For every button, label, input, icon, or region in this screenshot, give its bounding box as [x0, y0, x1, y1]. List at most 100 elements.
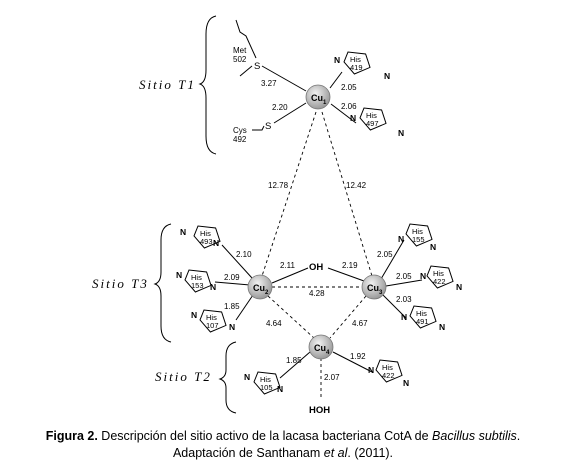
dist-cu4-his105: 1.85	[286, 356, 302, 365]
bond-cu2-oh	[271, 267, 309, 284]
brace-t1	[198, 15, 217, 155]
link-cu2-cu4	[267, 295, 315, 339]
his-number-his422a: 422	[433, 277, 446, 286]
cys492-chain	[252, 125, 265, 131]
nitrogen-right-his422b: N	[403, 378, 409, 388]
dist-cu3-cu4: 4.67	[352, 319, 368, 328]
his-number-his419: 419	[350, 63, 363, 72]
bond-cu3-his491	[381, 293, 407, 319]
svg-text:Cu3: Cu3	[367, 283, 383, 296]
nitrogen-right-his153: N	[210, 282, 216, 292]
his-label-his105: His	[260, 375, 271, 384]
caption-text-2b: . (2011).	[347, 446, 394, 460]
nitrogen-right-his155: N	[430, 242, 436, 252]
svg-text:Cu2: Cu2	[253, 283, 269, 296]
svg-text:Cu4: Cu4	[314, 343, 330, 356]
bond-cu2-his493	[221, 244, 253, 279]
copper-cu2: Cu2	[247, 274, 273, 300]
imidazole-ring-his491	[409, 305, 437, 329]
nitrogen-left-his422b: N	[368, 365, 374, 375]
dist-cu3-his491: 2.03	[396, 295, 412, 304]
caption-line-2: Adaptación de Santhanam et al. (2011).	[0, 445, 566, 462]
site-label-t1: Sitio T1	[139, 77, 196, 92]
link-cu1-cu2	[261, 111, 317, 277]
his-label-his419: His	[350, 55, 361, 64]
his-label-his153: His	[191, 273, 202, 282]
cys492-sulfur: S	[265, 121, 271, 132]
nitrogen-right-his497: N	[398, 128, 404, 138]
caption-text-2: Adaptación de Santhanam	[172, 446, 324, 460]
his-label-his107: His	[206, 313, 217, 322]
nitrogen-left-his155: N	[398, 234, 404, 244]
dist-oh-cu3: 2.19	[342, 261, 358, 270]
bond-oh-cu3	[327, 267, 365, 282]
imidazole-ring-his422a	[426, 265, 454, 289]
met502-methyl	[239, 65, 253, 77]
caption-line-1: Figura 2. Descripción del sitio activo d…	[0, 428, 566, 445]
imidazole-ring-his419	[343, 51, 371, 75]
link-cu3-cu4	[329, 295, 367, 339]
nitrogen-left-his153: N	[176, 270, 182, 280]
caption-text-1: Descripción del sitio activo de la lacas…	[97, 429, 433, 443]
nitrogen-left-his107: N	[191, 310, 197, 320]
oh-ligand: OH	[309, 262, 323, 273]
hoh-ligand: HOH	[309, 405, 330, 416]
his-label-his422a: His	[433, 269, 444, 278]
dist-cu1-cu2: 12.78	[268, 181, 289, 190]
dist-cu2-cu3: 4.28	[309, 289, 325, 298]
bond-cu2-his107	[235, 294, 254, 321]
nitrogen-right-his493: N	[213, 238, 219, 248]
imidazole-ring-his153	[184, 269, 212, 293]
figure-caption: Figura 2. Descripción del sitio activo d…	[0, 428, 566, 462]
dist-cu1-his497: 2.06	[341, 102, 357, 111]
his-number-his153: 153	[191, 281, 204, 290]
met502-chain	[235, 19, 257, 59]
his-label-his497: His	[366, 111, 377, 120]
brace-t3	[153, 223, 172, 343]
imidazole-ring-his107	[199, 309, 227, 333]
dist-cu1-his419: 2.05	[341, 83, 357, 92]
dist-cu2-his493: 2.10	[236, 250, 252, 259]
brace-t2	[218, 341, 237, 414]
copper-cu4: Cu4	[308, 334, 334, 360]
his-label-his491: His	[416, 309, 427, 318]
site-label-t3: Sitio T3	[92, 276, 149, 291]
dist-cu3-his422: 2.05	[396, 272, 412, 281]
bond-cu1-cys	[273, 102, 307, 124]
bond-cu1-his497	[330, 103, 357, 124]
bond-cu3-his155	[380, 239, 405, 280]
dist-cu1-cys: 2.20	[272, 103, 288, 112]
dist-cu1-cu3: 12.42	[346, 181, 367, 190]
copper-cu1: Cu1	[305, 84, 331, 110]
his-label-his422b: His	[382, 363, 393, 372]
his-label-his155: His	[412, 227, 423, 236]
his-number-his107: 107	[206, 321, 219, 330]
nitrogen-left-his422a: N	[420, 271, 426, 281]
link-cu1-cu3	[321, 111, 373, 277]
nitrogen-left-his493: N	[180, 227, 186, 237]
his-number-his491: 491	[416, 317, 429, 326]
caption-label: Figura 2.	[45, 429, 98, 443]
dist-cu3-his155: 2.05	[377, 250, 393, 259]
nitrogen-right-his491: N	[439, 322, 445, 332]
dist-cu1-met: 3.27	[261, 79, 277, 88]
nitrogen-right-his105: N	[277, 384, 283, 394]
bond-cu4-his422	[332, 351, 373, 373]
dist-cu2-oh: 2.11	[280, 261, 296, 270]
caption-species: Bacillus subtilis	[432, 429, 517, 443]
bond-cu2-his153	[214, 281, 251, 286]
dist-cu4-hoh: 2.07	[324, 373, 340, 382]
his-number-his493: 493	[200, 237, 213, 246]
his-number-his497: 497	[366, 119, 379, 128]
caption-text-1b: .	[516, 429, 521, 443]
imidazole-ring-his497	[359, 107, 387, 131]
his-number-his155: 155	[412, 235, 425, 244]
bond-cu1-met	[261, 65, 307, 92]
bond-cu3-his422	[385, 279, 423, 287]
dist-cu2-his107: 1.85	[224, 302, 240, 311]
nitrogen-right-his107: N	[229, 322, 235, 332]
svg-text:Cu1: Cu1	[311, 93, 327, 106]
